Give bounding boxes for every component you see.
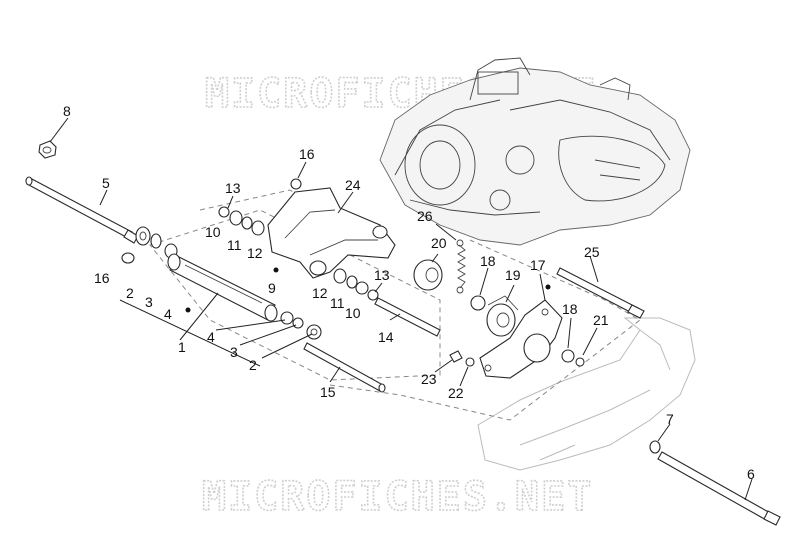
- callout-17: 17: [530, 257, 546, 273]
- callout-25: 25: [584, 244, 600, 260]
- part-13-washer-lower: [367, 289, 379, 301]
- part-12-bushing-top: [251, 220, 265, 236]
- callout-10-lower: 10: [345, 305, 361, 321]
- callout-26: 26: [417, 208, 433, 224]
- part-1-tube: [167, 253, 278, 322]
- engine-assembly: [379, 57, 691, 246]
- part-11-washer-top: [241, 216, 253, 230]
- part-5-bolt: [25, 176, 139, 244]
- part-20-roller: [413, 259, 443, 291]
- assembly-outline-left: [149, 209, 441, 381]
- callout-12-top: 12: [247, 245, 263, 261]
- callout-16-left: 16: [94, 270, 110, 286]
- callout-4-right: 4: [207, 329, 215, 345]
- part-12-bushing-lower: [333, 268, 347, 284]
- part-4-bushing-right: [280, 311, 294, 325]
- callout-8: 8: [63, 103, 71, 119]
- callout-13-top: 13: [225, 180, 241, 196]
- part-2-washer-right: [306, 324, 322, 340]
- callout-12-lower: 12: [312, 285, 328, 301]
- part-10-washer-top: [229, 210, 243, 226]
- callout-14: 14: [378, 329, 394, 345]
- part-3-washer-left: [150, 233, 162, 249]
- assembly-outline-right: [329, 239, 641, 421]
- marker-dot-9: [273, 267, 279, 273]
- part-3-washer-right: [292, 317, 304, 329]
- callout-3-left: 3: [145, 294, 153, 310]
- part-26-spring: [456, 239, 466, 294]
- watermark-bottom: MICROFICHES.NET: [202, 474, 593, 520]
- callout-18-lower: 18: [562, 301, 578, 317]
- part-15-bolt: [303, 342, 386, 393]
- callout-16-top: 16: [299, 146, 315, 162]
- callout-11-lower: 11: [330, 295, 345, 311]
- part-16-nut-left: [121, 252, 135, 264]
- callout-3-right: 3: [230, 344, 238, 360]
- part-11-washer-lower: [346, 275, 358, 289]
- callout-11-top: 11: [227, 237, 242, 253]
- callout-6: 6: [747, 466, 755, 482]
- callout-2-left: 2: [126, 285, 134, 301]
- part-2-washer-left: [135, 226, 151, 246]
- callout-19: 19: [505, 267, 521, 283]
- part-25-bolt: [556, 267, 645, 319]
- part-14-pin: [374, 297, 441, 337]
- callout-4-left: 4: [164, 306, 172, 322]
- callout-10-top: 10: [205, 224, 221, 240]
- part-16-nut-top: [290, 178, 302, 190]
- part-8-nut: [38, 140, 57, 159]
- marker-dot-1: [185, 307, 191, 313]
- part-18-bushing-upper: [470, 295, 486, 311]
- callout-20: 20: [431, 235, 447, 251]
- part-23-screw: [449, 350, 463, 363]
- callout-18-upper: 18: [480, 253, 496, 269]
- part-22-washer: [465, 357, 475, 367]
- part-7-washer: [649, 440, 661, 454]
- callout-23: 23: [421, 371, 437, 387]
- part-10-washer-lower: [355, 281, 369, 295]
- callout-13-lower: 13: [374, 267, 390, 283]
- part-18-bushing-lower: [561, 349, 575, 363]
- frame-section: [477, 317, 696, 471]
- callout-7: 7: [666, 411, 674, 427]
- callout-21: 21: [593, 312, 609, 328]
- part-24-bracket: [267, 187, 396, 279]
- part-19-silentblock: [486, 295, 519, 337]
- callout-2-right: 2: [249, 357, 257, 373]
- callout-22: 22: [448, 385, 464, 401]
- part-21-oring: [575, 357, 585, 367]
- callout-9: 9: [268, 280, 276, 296]
- callout-15: 15: [320, 384, 336, 400]
- callout-24: 24: [345, 177, 361, 193]
- callout-labels: 8 5 16 2 3 4 1 4 3 2 13 10 11 12 9 16 24…: [63, 103, 755, 482]
- part-6-bolt: [657, 451, 781, 526]
- callout-1: 1: [178, 339, 186, 355]
- part-17-plate: [479, 299, 563, 379]
- part-13-washer-top: [218, 206, 230, 218]
- marker-dot-17: [545, 284, 551, 290]
- callout-5: 5: [102, 175, 110, 191]
